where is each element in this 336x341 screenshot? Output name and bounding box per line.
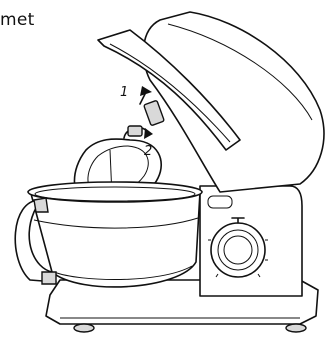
instruction-heading: met xyxy=(0,10,35,30)
arrow-up-icon xyxy=(139,86,152,105)
mixing-bowl-icon xyxy=(14,181,203,288)
head-rim xyxy=(97,29,241,151)
foot-left xyxy=(73,323,95,333)
step-2-label: 2 xyxy=(144,144,152,159)
step-1-label: 1 xyxy=(120,85,128,100)
beater-outlet xyxy=(143,100,165,126)
rotate-arrow-icon xyxy=(123,125,153,139)
speed-dial-icon xyxy=(208,217,268,278)
release-button xyxy=(207,195,233,209)
mixer-head xyxy=(142,11,325,193)
foot-right xyxy=(285,323,307,333)
